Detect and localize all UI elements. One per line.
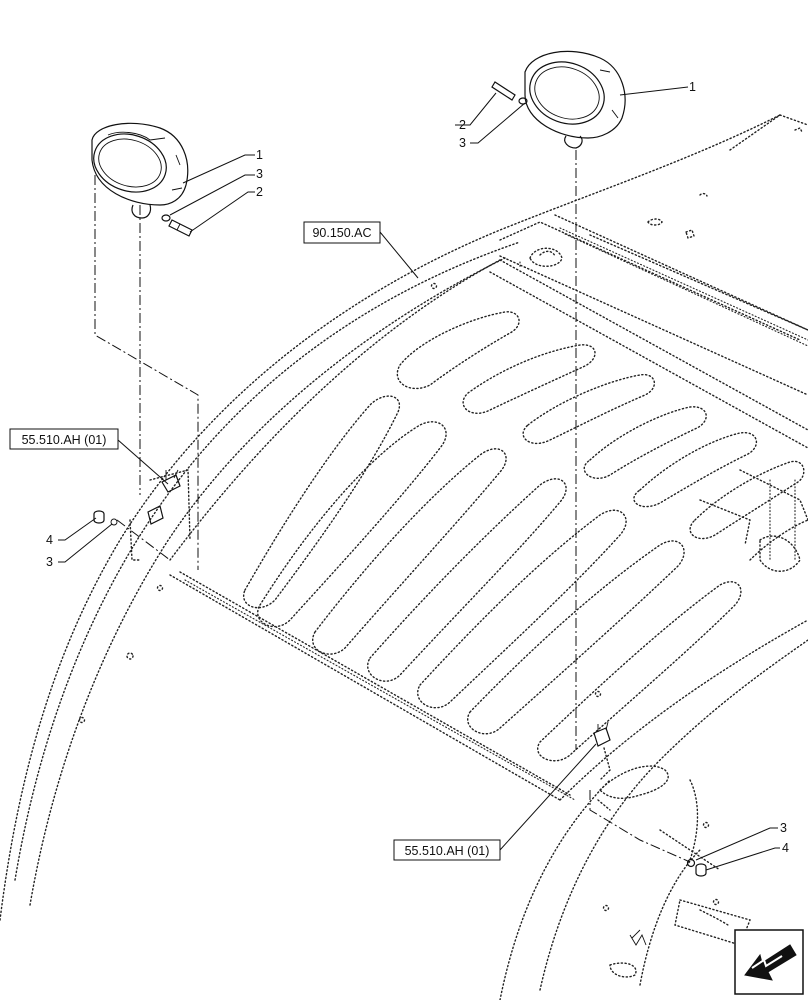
callout-left-lamp-1: 1 xyxy=(256,148,263,162)
callout-right-lamp-2: 2 xyxy=(459,118,466,132)
left-work-lamp xyxy=(91,122,193,237)
ref-box-right-connector: 55.510.AH (01) xyxy=(393,839,501,861)
small-holes xyxy=(78,282,720,912)
assembly-lines xyxy=(94,150,691,863)
roof-cap xyxy=(519,127,803,269)
callout-right-lower-3: 3 xyxy=(780,821,787,835)
callout-right-lamp-1: 1 xyxy=(689,80,696,94)
callout-left-lamp-2: 2 xyxy=(256,185,263,199)
panel-ribs xyxy=(242,311,808,762)
ref-right-connector-label: 55.510.AH (01) xyxy=(405,844,490,858)
callout-left-lamp-3: 3 xyxy=(256,167,263,181)
roof-outline xyxy=(0,114,808,921)
callout-left-lower-4: 4 xyxy=(46,533,53,547)
ref-left-connector-label: 55.510.AH (01) xyxy=(22,433,107,447)
left-connector xyxy=(93,469,191,561)
ref-box-roof: 90.150.AC xyxy=(303,221,381,244)
right-connector xyxy=(593,721,707,877)
roof-panel xyxy=(169,259,808,801)
callout-left-lower-3: 3 xyxy=(46,555,53,569)
callout-right-lower-4: 4 xyxy=(782,841,789,855)
right-work-lamp xyxy=(491,50,626,149)
ref-box-left-connector: 55.510.AH (01) xyxy=(9,428,119,450)
callout-numbers: 1 2 3 1 3 2 4 3 3 4 xyxy=(46,80,789,855)
wire-bundle xyxy=(629,929,647,946)
callout-right-lamp-3: 3 xyxy=(459,136,466,150)
ref-roof-label: 90.150.AC xyxy=(312,226,371,240)
leader-lines xyxy=(58,86,780,871)
arrow-icon[interactable] xyxy=(734,929,804,995)
